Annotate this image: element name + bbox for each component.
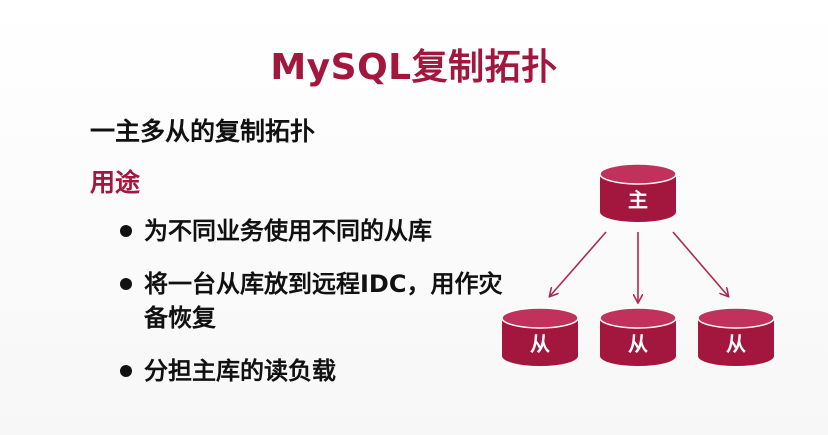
bullet-text: 分担主库的读负载	[144, 357, 336, 385]
bullet-dot-icon	[120, 225, 132, 237]
bullet-item: 将一台从库放到远程IDC，用作灾备恢复	[118, 267, 508, 335]
master-db-label: 主	[628, 188, 648, 212]
slave-db-icon: 从	[697, 307, 775, 366]
bullet-dot-icon	[120, 278, 132, 290]
slide-subtitle: 一主多从的复制拓扑	[90, 117, 316, 146]
bullet-text: 为不同业务使用不同的从库	[144, 217, 432, 245]
slave-db-label: 从	[530, 332, 550, 356]
bullet-item: 为不同业务使用不同的从库	[118, 214, 508, 248]
slave-db-icon: 从	[599, 307, 677, 366]
replication-arrow	[672, 231, 728, 296]
bullet-text: 将一台从库放到远程IDC，用作灾备恢复	[144, 270, 503, 332]
master-db-icon: 主	[599, 163, 677, 222]
bullet-dot-icon	[120, 365, 132, 377]
slide-title: MySQL复制拓扑	[270, 47, 558, 88]
bullet-item: 分担主库的读负载	[118, 354, 508, 388]
replication-topology-diagram: 主 从 从 从	[501, 163, 775, 366]
bullet-list: 为不同业务使用不同的从库 将一台从库放到远程IDC，用作灾备恢复 分担主库的读负…	[118, 214, 508, 407]
slave-db-icon: 从	[501, 307, 579, 366]
slave-db-label: 从	[628, 332, 648, 356]
section-heading: 用途	[90, 168, 141, 197]
slave-db-label: 从	[726, 332, 746, 356]
replication-arrow	[550, 231, 607, 296]
